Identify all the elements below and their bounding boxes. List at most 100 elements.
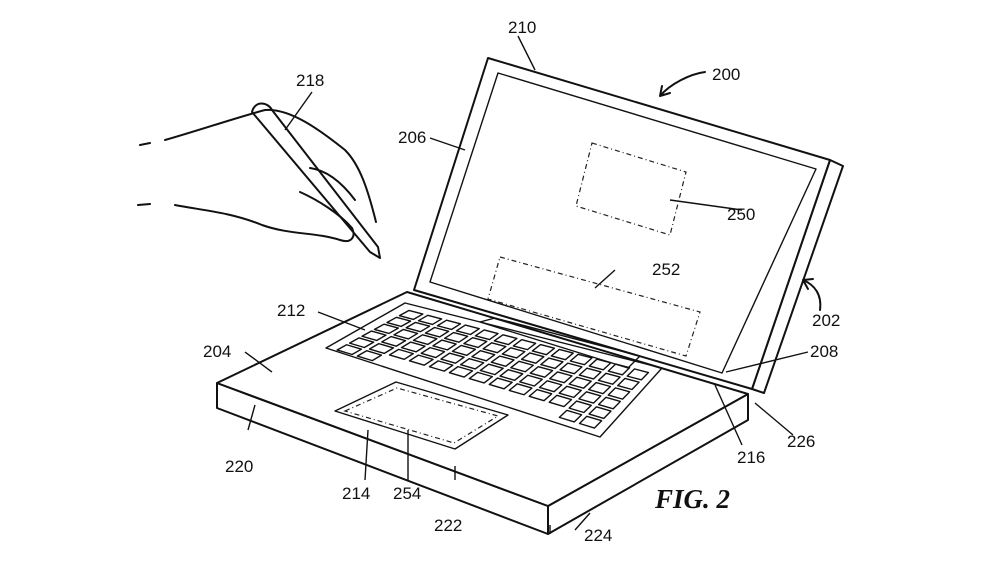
keyboard-key (538, 380, 563, 393)
leader-lines (244, 35, 809, 534)
label-210: 210 (508, 18, 536, 37)
keyboard-keys (336, 309, 650, 429)
stylus-icon (251, 102, 381, 259)
keyboard-key (482, 342, 507, 354)
keyboard-key (440, 352, 465, 364)
keyboard-key (432, 339, 457, 351)
arrow-200 (659, 71, 706, 97)
keyboard-key (588, 406, 612, 420)
keyboard-key (540, 357, 564, 370)
keyboard-key (597, 372, 621, 385)
keyboard-key (528, 388, 553, 402)
keyboard-key (626, 368, 650, 381)
keyboard-key (508, 383, 533, 396)
keyboard-key (512, 338, 537, 351)
label-250: 250 (727, 205, 755, 224)
keyboard-key (488, 377, 513, 390)
keyboard-key (548, 394, 573, 408)
keyboard-key (381, 335, 407, 347)
hand (137, 108, 377, 242)
keyboard-key (617, 377, 640, 391)
arrow-202 (802, 278, 822, 311)
keyboard-key (428, 360, 454, 372)
keyboard-key (607, 387, 631, 400)
label-252: 252 (652, 260, 680, 279)
label-254: 254 (393, 484, 421, 503)
keyboard-key (471, 350, 496, 362)
label-204: 204 (203, 342, 231, 361)
keyboard-key (436, 319, 462, 331)
keyboard-key (493, 334, 518, 346)
keyboard-key (373, 323, 399, 335)
keyboard-key (468, 371, 494, 384)
trackpad (334, 381, 509, 450)
label-212: 212 (277, 301, 305, 320)
keyboard-key (408, 354, 434, 366)
label-226: 226 (787, 432, 815, 451)
keyboard-key (420, 346, 446, 359)
keyboard-key (463, 336, 488, 349)
keyboard-key (490, 355, 515, 367)
keyboard-key (336, 344, 363, 356)
keyboard-key (405, 321, 431, 333)
label-202: 202 (812, 311, 840, 330)
keyboard-key (386, 316, 412, 328)
keyboard-key (569, 353, 593, 366)
keyboard-key (550, 348, 574, 361)
keyboard-key (568, 400, 592, 414)
lid (413, 57, 831, 390)
keyboard-key (588, 381, 612, 395)
keyboard-key (451, 344, 477, 357)
keyboard-key (417, 314, 443, 326)
keyboard-key (578, 391, 602, 404)
label-222: 222 (434, 516, 462, 535)
keyboard-key (424, 326, 450, 338)
figure-title: FIG. 2 (654, 484, 730, 514)
display-region-252 (487, 256, 701, 357)
label-200: 200 (712, 65, 740, 84)
keyboard-key (368, 342, 395, 355)
keyboard-key (559, 362, 583, 375)
keyboard-key (443, 331, 469, 343)
keyboard-key (398, 309, 424, 321)
keyboard-key (356, 350, 383, 362)
label-218: 218 (296, 71, 324, 90)
keyboard-key (549, 371, 573, 384)
trackpad-region-254 (343, 387, 500, 444)
label-214: 214 (342, 484, 370, 503)
keyboard-key (474, 329, 499, 341)
keyboard-key (519, 374, 543, 387)
label-216: 216 (737, 448, 765, 467)
keyboard-key (520, 352, 545, 364)
keyboard-key (455, 324, 480, 336)
keyboard-key (568, 376, 592, 389)
keyboard-key (412, 334, 438, 346)
keyboard-area (325, 302, 663, 438)
keyboard-key (400, 341, 426, 353)
label-206: 206 (398, 128, 426, 147)
keyboard-key (499, 369, 524, 382)
keyboard-key (348, 337, 375, 349)
keyboard-key (459, 357, 485, 370)
keyboard-key (529, 365, 554, 378)
label-208: 208 (810, 342, 838, 361)
keyboard-key (607, 363, 631, 376)
keyboard-key (597, 396, 622, 410)
keyboard-key (578, 415, 603, 429)
keyboard-key (388, 348, 414, 361)
keyboard-key (479, 363, 504, 376)
keyboard-key (393, 328, 419, 340)
keyboard-key (501, 347, 526, 359)
keyboard-key (448, 365, 474, 378)
keyboard-key (531, 343, 556, 356)
label-224: 224 (584, 526, 612, 545)
keyboard-key (558, 385, 582, 399)
keyboard-key (510, 360, 534, 373)
keyboard-key (361, 330, 387, 342)
display (429, 72, 817, 374)
touch-bar (479, 317, 641, 369)
label-220: 220 (225, 457, 253, 476)
keyboard-key (578, 367, 602, 380)
